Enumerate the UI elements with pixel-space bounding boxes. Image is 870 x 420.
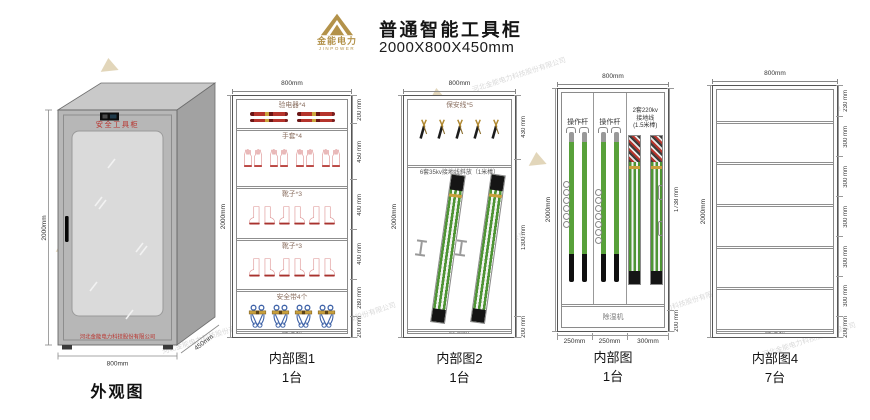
dim-left: 2000mm [388,95,405,338]
page-subtitle: 2000X800X450mm [379,39,515,56]
door-handle [65,216,69,242]
column-label: 操作杆 [599,119,621,126]
grounding-wire-bundle-icons [627,134,663,285]
shelf-label: 保安线*5 [446,102,473,109]
dim-right: 430 mm 1300 mm 200 mm [513,94,530,338]
shelf-dehumidifier: 除湿机 [717,332,833,333]
empty-shelf [717,165,833,207]
shelf-gloves: 手套*4 [237,131,347,190]
clamp-icons [408,117,511,142]
boot-icons [237,201,347,230]
shelf-label: 手套*4 [281,133,303,141]
dim-right: 200 mm 450 mm 400 mm 400 mm 280 mm 200 m… [349,94,366,338]
wall-bracket-icon [658,221,663,236]
column-operating-rods-2: 操作杆 [594,93,627,304]
dim-top: 800mm [557,73,669,87]
shelf-label: 靴子*3 [281,242,303,250]
shelf-label: 验电器*4 [278,102,306,109]
dim-top: 800mm [403,80,516,94]
door-display-panel [100,112,119,121]
exterior-view: 安全工具柜 河北金能电力科技股份有限公司 2000mm 800mm 450mm … [38,76,230,402]
shelf-boots-1: 靴子*3 [237,189,347,241]
ring-hooks [563,181,570,228]
shelf-electroscopes: 验电器*4 [237,100,347,132]
wall-bracket-icon [414,239,428,258]
dim-left: 2000mm [697,85,714,338]
dim-left: 2000mm [217,95,234,338]
watermark-logo-icon [99,57,119,72]
column-label: 操作杆 [567,119,589,126]
harness-icons [237,304,347,328]
page-title: 普通智能工具柜 [379,20,523,40]
company-name: 河北金能电力科技股份有限公司 [80,333,155,341]
dim-right: 1738 mm 200 mm [666,87,683,332]
boot-icons [237,253,347,282]
shelf-label: 6套35kv接地线斜放（1米棒） [419,170,500,177]
dim-bottom: 250mm 250mm 300mm [557,332,669,347]
shelf-harnesses: 安全带4个 [237,292,347,332]
dim-top: 800mm [712,70,838,84]
dim-left: 2000mm [542,88,559,332]
shelf-label: 靴子*3 [281,191,303,199]
electroscope-icons [237,112,347,123]
column-operating-rods-1: 操作杆 [562,93,595,304]
operating-rod-icons [565,127,589,282]
exterior-cabinet-drawing: 安全工具柜 河北金能电力科技股份有限公司 2000mm 800mm 450mm [41,82,220,368]
shelf-dehumidifier: 除湿机 [237,332,347,333]
wall-bracket-icon [658,185,663,200]
brand-name: 金能电力 [316,36,357,46]
dim-height-label: 2000mm [41,215,48,240]
dim-right: 230 mm 300 mm 300 mm 300 mm 300 mm 300 m… [835,84,852,338]
cabinet-internal-3: 800mm 2000mm 操作杆 操作杆 2套220kv 接地线 [545,73,680,384]
empty-shelf [717,124,833,166]
empty-shelf [717,249,833,291]
ring-hooks [595,189,603,244]
dim-lines [45,109,220,360]
column-label: 2套220kv 接地线 (1.5米棒) [632,108,658,129]
empty-shelf [717,90,833,124]
glass-reflections [89,158,148,320]
exterior-caption: 外观图 [90,384,145,401]
operating-rod-icons [597,127,621,282]
cabinet-internal-4: 800mm 2000mm 除湿机 230 mm 300 mm 300 mm 30… [700,70,849,385]
column-220kv-ground-wires: 2套220kv 接地线 (1.5米棒) [627,93,665,304]
dim-width-label: 800mm [107,361,129,368]
shelf-dehumidifier: 除湿机 [408,332,511,333]
dim-top: 800mm [232,80,352,94]
door-title: 安全工具柜 [96,120,139,129]
cabinet-internal-2: 800mm 2000mm 保安线*5 6套35kv接地线斜放（1米棒） [391,80,527,385]
glove-icons [237,143,347,172]
brand-logo: 金能电力 JINPOWER [303,12,371,52]
brand-logo-icon [320,13,354,36]
shelf-boots-2: 靴子*3 [237,241,347,293]
cabinet-internal-1: 800mm 2000mm 验电器*4 手套*4 靴子*3 [220,80,363,385]
empty-shelf [717,207,833,249]
grounding-wire-bundle-icon [470,173,506,324]
shelf-ground-clamps: 保安线*5 [408,100,511,169]
shelf-grounding-wires: 6套35kv接地线斜放（1米棒） [408,168,511,332]
wall-bracket-icon [454,239,468,258]
shelf-label: 安全带4个 [276,294,308,302]
empty-shelf [717,290,833,332]
shelf-dehumidifier: 除湿机 [562,304,664,327]
brand-subname: JINPOWER [318,46,356,51]
